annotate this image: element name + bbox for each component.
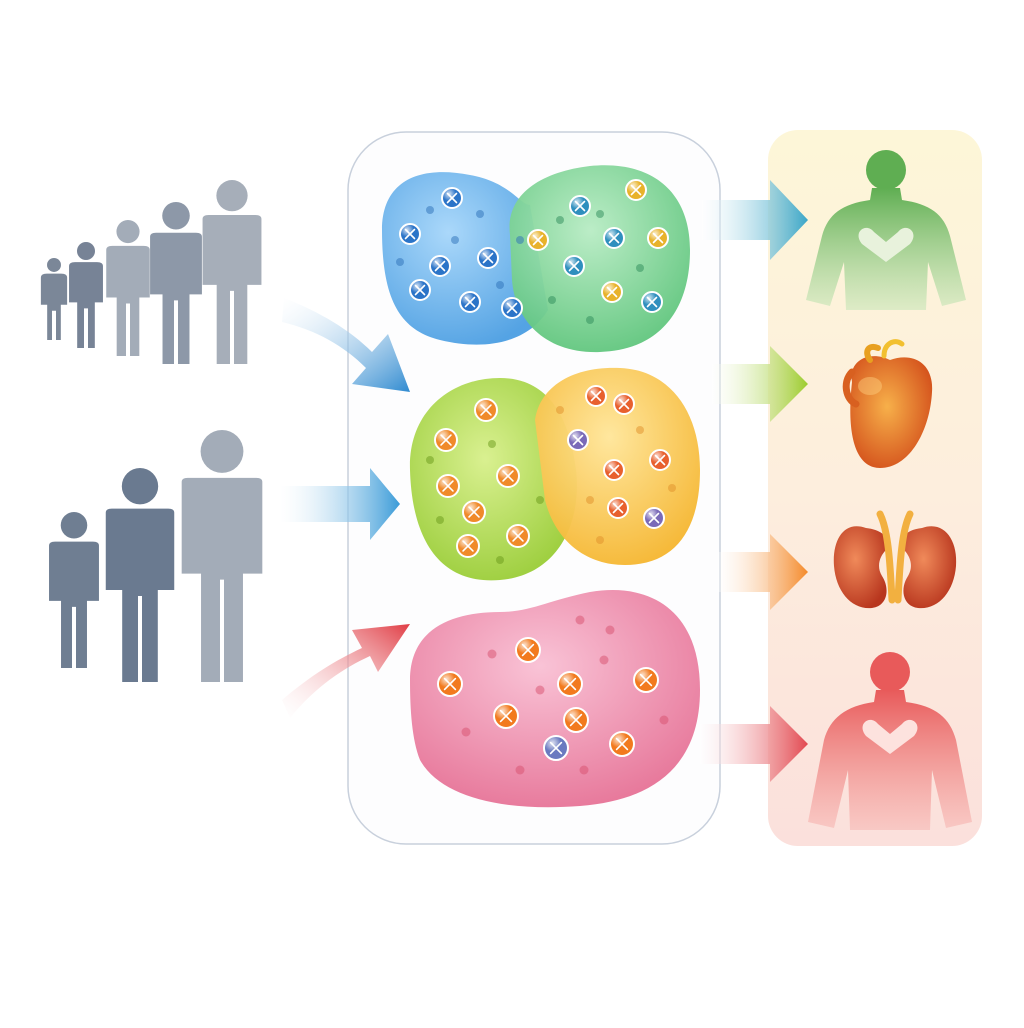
teal-output-arrow (702, 180, 808, 260)
molecule-dot (607, 497, 629, 519)
person-icon (150, 202, 202, 364)
kidney-organ (833, 510, 957, 609)
molecule-dot (409, 279, 431, 301)
molecule-dot (609, 731, 635, 757)
bubble (575, 615, 585, 625)
bubble (396, 258, 404, 266)
person-icon (106, 220, 150, 356)
orange-output-arrow (718, 534, 808, 610)
molecule-dot (515, 637, 541, 663)
molecule-dot (429, 255, 451, 277)
molecule-dot (641, 291, 663, 313)
molecule-dot (563, 255, 585, 277)
bubble (636, 426, 644, 434)
human-torso-heart-icon (806, 150, 966, 310)
molecule-dot (459, 291, 481, 313)
bubble (668, 484, 676, 492)
molecule-dot (603, 459, 625, 481)
molecule-dot (601, 281, 623, 303)
human-torso-heart-icon (808, 652, 972, 830)
person-icon (181, 430, 263, 682)
molecule-dot (569, 195, 591, 217)
molecule-dot (557, 671, 583, 697)
bubble (536, 496, 544, 504)
molecule-dot (613, 393, 635, 415)
person-icon (202, 180, 262, 364)
molecule-dot (603, 227, 625, 249)
molecule-dot (456, 534, 480, 558)
bubble (476, 210, 484, 218)
red-input-arrow (282, 624, 410, 718)
molecule-dot (643, 507, 665, 529)
population-group-a (40, 180, 262, 364)
molecule-dot (527, 229, 549, 251)
liver-icon (842, 339, 933, 468)
bubble (451, 236, 459, 244)
bubble (556, 406, 564, 414)
bubble (426, 456, 434, 464)
molecule-dot (567, 429, 589, 451)
bubble (488, 440, 496, 448)
cluster-molecules (396, 179, 676, 775)
molecule-dot (585, 385, 607, 407)
molecule-dot (493, 703, 519, 729)
bubble (659, 715, 669, 725)
bubble (496, 556, 504, 564)
green-cluster (509, 165, 690, 353)
molecule-dot (496, 464, 520, 488)
diseased-body (808, 652, 972, 830)
blue-input-arrow-2 (280, 468, 400, 540)
lime-output-arrow (712, 346, 808, 422)
molecule-dot (625, 179, 647, 201)
outcome-panel (768, 130, 982, 846)
bubble (596, 536, 604, 544)
molecule-dot (563, 707, 589, 733)
molecule-dot (436, 474, 460, 498)
lime-cluster (409, 378, 577, 581)
bubble (579, 765, 589, 775)
bubble (487, 649, 497, 659)
molecule-dot (501, 297, 523, 319)
bubble (548, 296, 556, 304)
molecule-dot (434, 428, 458, 452)
bubble (535, 685, 545, 695)
bubble (556, 216, 564, 224)
liver-organ (842, 339, 933, 468)
kidneys-icon (833, 510, 957, 609)
bubble (461, 727, 471, 737)
molecule-dot (633, 667, 659, 693)
person-icon (49, 512, 99, 668)
person-icon (105, 468, 175, 682)
bubble (599, 655, 609, 665)
bubble (636, 264, 644, 272)
molecule-dot (474, 398, 498, 422)
bubble (436, 516, 444, 524)
pink-cluster (410, 590, 700, 808)
molecule-dot (506, 524, 530, 548)
molecule-dot (437, 671, 463, 697)
bubble (586, 316, 594, 324)
population-group-b (49, 430, 263, 682)
molecule-dot (441, 187, 463, 209)
bubble (596, 210, 604, 218)
bubble (605, 625, 615, 635)
healthy-body (806, 150, 966, 310)
bubble (586, 496, 594, 504)
bubble (496, 281, 504, 289)
molecule-dot (543, 735, 569, 761)
person-icon (69, 242, 103, 348)
bubble (426, 206, 434, 214)
molecule-dot (649, 449, 671, 471)
molecule-dot (462, 500, 486, 524)
person-icon (40, 258, 68, 340)
red-output-arrow (700, 706, 808, 782)
molecule-dot (477, 247, 499, 269)
bubble (516, 236, 524, 244)
bubble (515, 765, 525, 775)
blue-input-arrow (282, 298, 410, 392)
molecule-dot (399, 223, 421, 245)
molecule-dot (647, 227, 669, 249)
